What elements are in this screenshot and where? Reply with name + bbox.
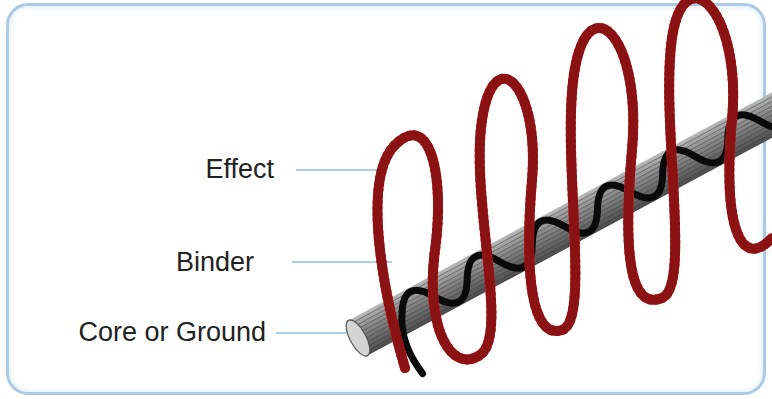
effect-yarn — [377, 0, 772, 368]
binder-label: Binder — [176, 248, 254, 278]
core-label: Core or Ground — [78, 318, 266, 348]
effect-label: Effect — [205, 155, 274, 185]
